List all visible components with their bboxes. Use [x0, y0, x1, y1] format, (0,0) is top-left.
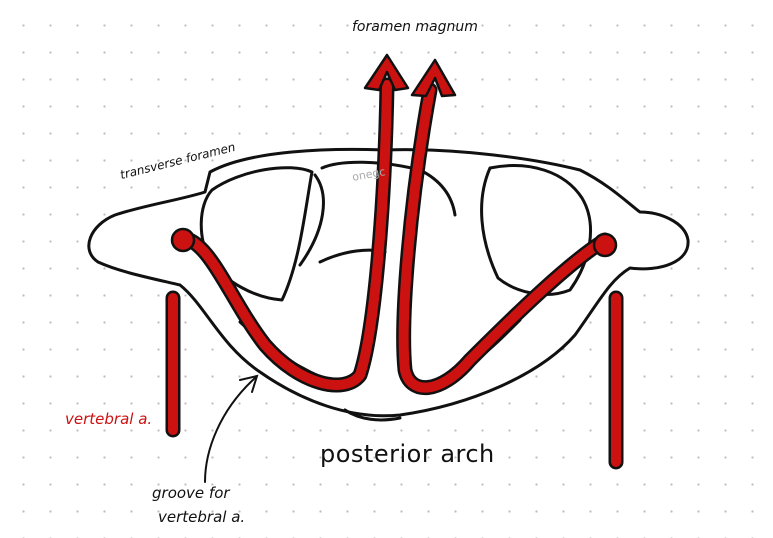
vertebral-artery-label: vertebral a. — [65, 410, 152, 428]
posterior-arch-label: posterior arch — [320, 440, 495, 468]
groove-label-line2: vertebral a. — [158, 508, 245, 526]
right-transverse-foramen — [594, 234, 616, 256]
foramen-magnum-label: foramen magnum — [352, 19, 478, 35]
left-transverse-foramen — [172, 229, 194, 251]
groove-pointer-arrow — [205, 376, 257, 482]
groove-label-line1: groove for — [152, 484, 230, 502]
